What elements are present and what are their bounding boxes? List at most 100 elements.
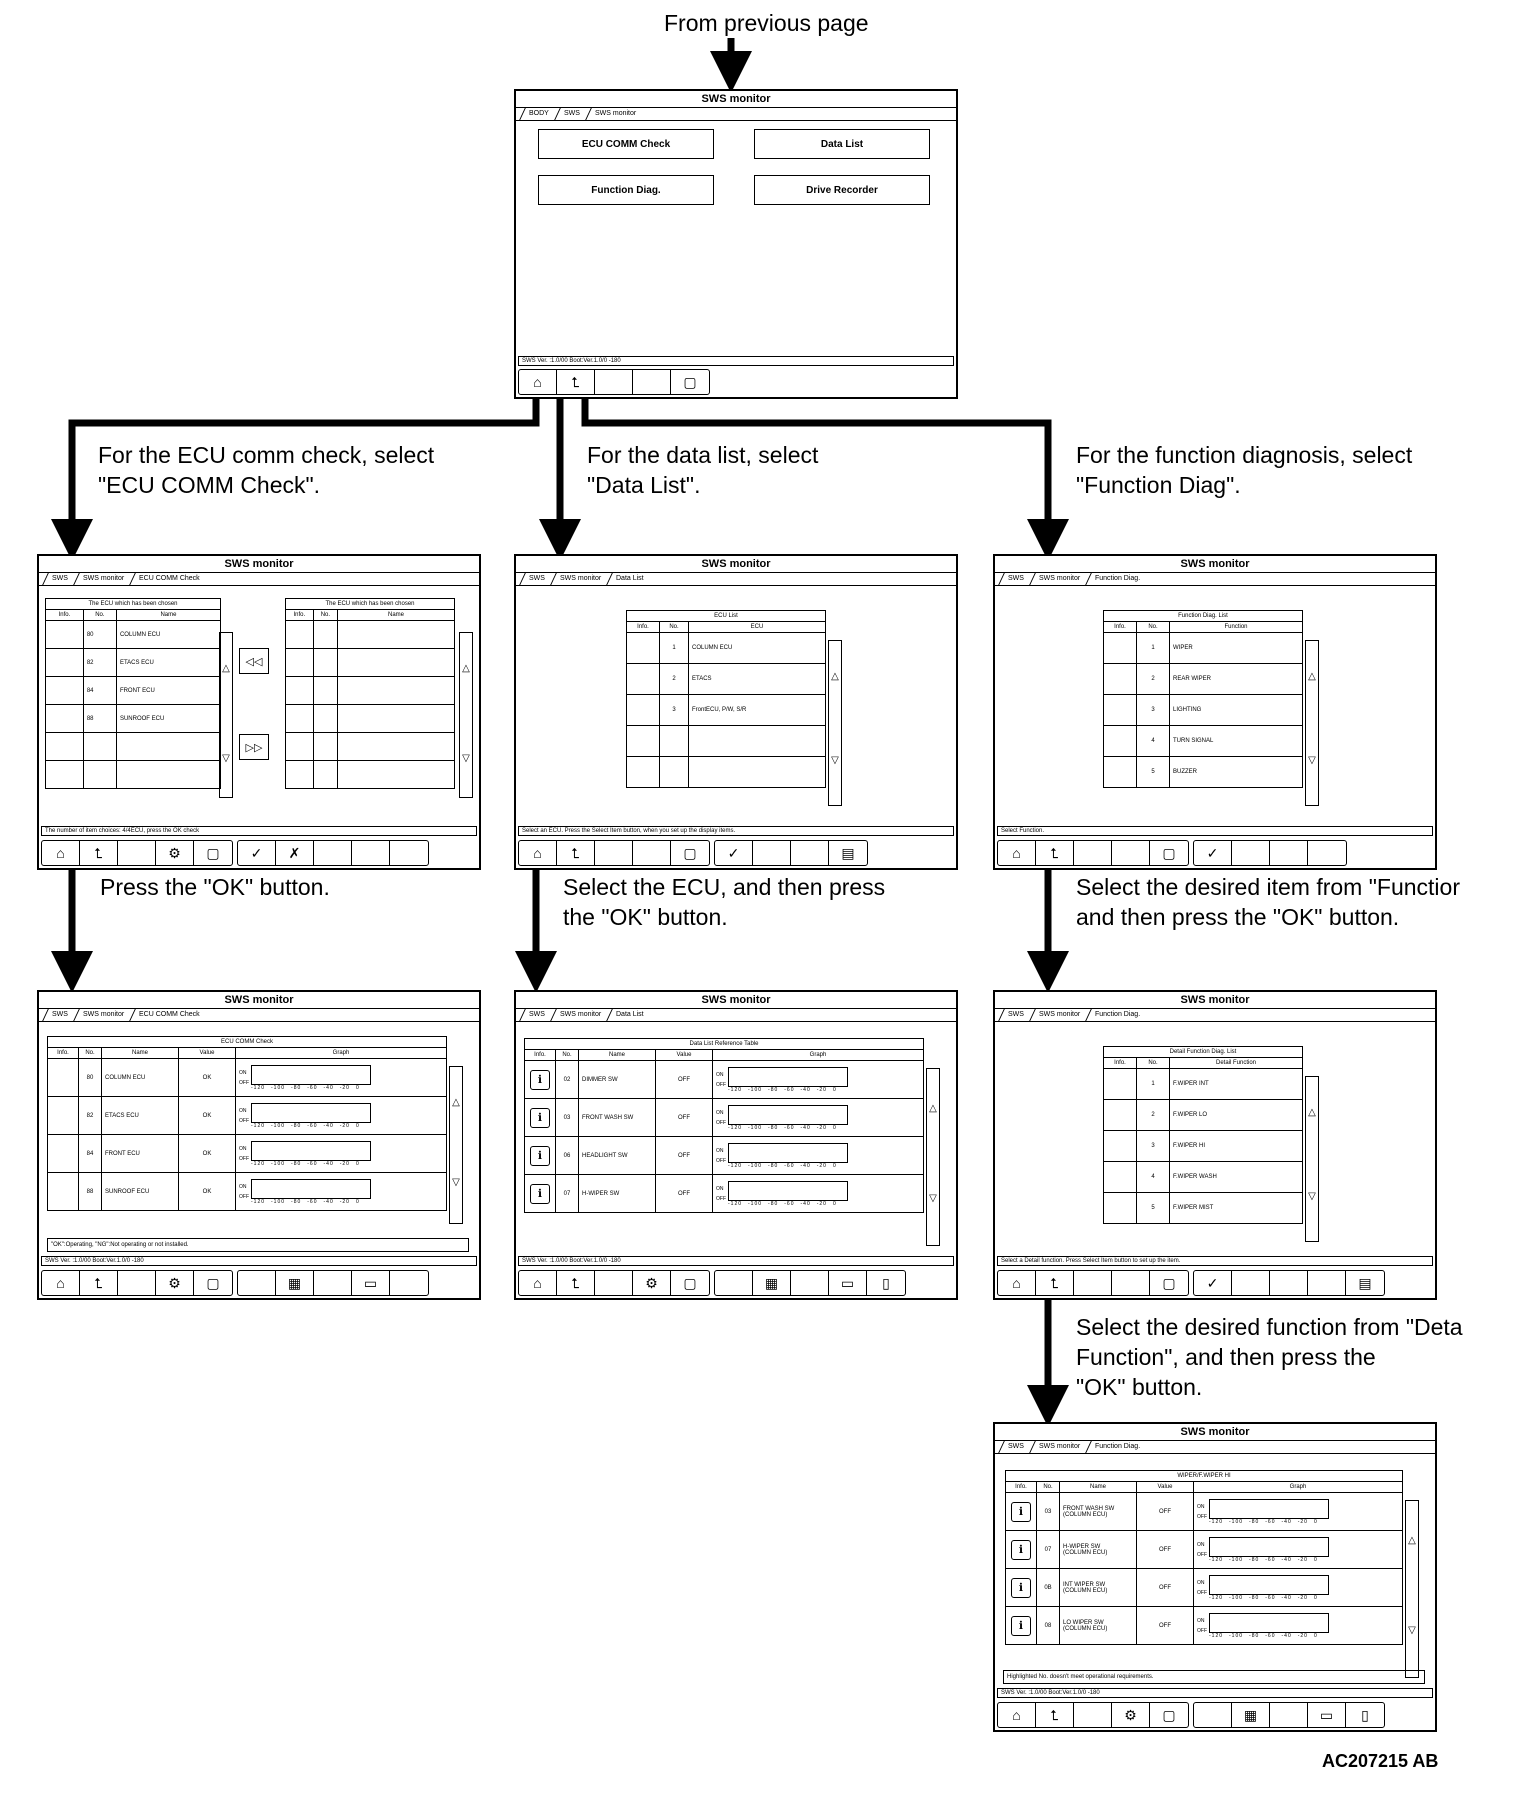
- drive-recorder-button[interactable]: Drive Recorder: [754, 175, 930, 205]
- function-diag-button[interactable]: Function Diag.: [538, 175, 714, 205]
- info-icon[interactable]: ℹ: [530, 1069, 550, 1090]
- back-icon[interactable]: ⮤: [1036, 841, 1074, 865]
- window-icon[interactable]: ▯: [1361, 1706, 1369, 1723]
- copy-icon[interactable]: ▢: [683, 373, 697, 390]
- copy-icon[interactable]: ▢: [1162, 1706, 1176, 1723]
- ok-check-icon[interactable]: ✓: [715, 841, 753, 865]
- copy-icon[interactable]: ▢: [1162, 844, 1176, 861]
- home-icon[interactable]: ⌂: [519, 841, 557, 865]
- crumb-sws-monitor[interactable]: SWS monitor: [73, 573, 133, 585]
- scroll-up-icon[interactable]: △: [831, 671, 839, 682]
- crumb-sws-monitor[interactable]: SWS monitor: [550, 1009, 610, 1021]
- back-icon[interactable]: ⮤: [557, 841, 595, 865]
- info-icon[interactable]: ℹ: [530, 1183, 550, 1204]
- back-icon[interactable]: ⮤: [80, 841, 118, 865]
- monitor-icon[interactable]: ▭: [352, 1271, 390, 1295]
- ok-check-icon[interactable]: ✓: [1194, 1271, 1232, 1295]
- monitor-icon[interactable]: ▭: [1308, 1703, 1346, 1727]
- back-icon[interactable]: ⮤: [1036, 1703, 1074, 1727]
- table-icon[interactable]: ▦: [753, 1271, 791, 1295]
- home-icon[interactable]: ⌂: [519, 370, 557, 394]
- scrollbar[interactable]: △▽: [1405, 1500, 1419, 1678]
- info-icon[interactable]: ℹ: [1011, 1577, 1031, 1598]
- cancel-icon[interactable]: ✗: [276, 841, 314, 865]
- crumb-sws[interactable]: SWS: [998, 573, 1033, 585]
- scroll-up-icon[interactable]: △: [1408, 1535, 1416, 1546]
- table-row[interactable]: [45, 760, 222, 789]
- scrollbar[interactable]: △▽: [828, 640, 842, 806]
- scroll-up-icon[interactable]: △: [462, 663, 470, 674]
- table-row[interactable]: [45, 732, 222, 761]
- info-icon[interactable]: ℹ: [530, 1145, 550, 1166]
- scrollbar[interactable]: △▽: [926, 1068, 940, 1246]
- scroll-down-icon[interactable]: ▽: [1308, 755, 1316, 766]
- copy-icon[interactable]: ▢: [683, 844, 697, 861]
- remove-all-icon[interactable]: ◁◁: [239, 648, 269, 674]
- home-icon[interactable]: ⌂: [998, 1703, 1036, 1727]
- gear-icon[interactable]: ⚙: [156, 1271, 194, 1295]
- back-icon[interactable]: ⮤: [1036, 1271, 1074, 1295]
- ecu-comm-check-button[interactable]: ECU COMM Check: [538, 129, 714, 159]
- back-icon[interactable]: ⮤: [80, 1271, 118, 1295]
- gear-icon[interactable]: ⚙: [633, 1271, 671, 1295]
- scroll-up-icon[interactable]: △: [929, 1103, 937, 1114]
- home-icon[interactable]: ⌂: [519, 1271, 557, 1295]
- crumb-sws-monitor[interactable]: SWS monitor: [73, 1009, 133, 1021]
- scroll-down-icon[interactable]: ▽: [929, 1193, 937, 1204]
- copy-icon[interactable]: ▢: [683, 1274, 697, 1291]
- scrollbar[interactable]: △▽: [219, 632, 233, 798]
- scroll-down-icon[interactable]: ▽: [1408, 1625, 1416, 1636]
- scrollbar[interactable]: △▽: [1305, 1076, 1319, 1242]
- crumb-sws-monitor[interactable]: SWS monitor: [550, 573, 610, 585]
- crumb-sws[interactable]: SWS: [42, 1009, 77, 1021]
- scroll-down-icon[interactable]: ▽: [462, 753, 470, 764]
- info-icon[interactable]: ℹ: [1011, 1615, 1031, 1636]
- copy-icon[interactable]: ▢: [1162, 1274, 1176, 1291]
- crumb-sws[interactable]: SWS: [998, 1441, 1033, 1453]
- scroll-down-icon[interactable]: ▽: [1308, 1191, 1316, 1202]
- monitor-icon[interactable]: ▭: [829, 1271, 867, 1295]
- info-icon[interactable]: ℹ: [530, 1107, 550, 1128]
- crumb-sws[interactable]: SWS: [42, 573, 77, 585]
- back-icon[interactable]: ⮤: [557, 1271, 595, 1295]
- home-icon[interactable]: ⌂: [998, 1271, 1036, 1295]
- select-item-icon[interactable]: ▤: [1358, 1274, 1372, 1291]
- scrollbar[interactable]: △▽: [449, 1066, 463, 1224]
- crumb-sws[interactable]: SWS: [998, 1009, 1033, 1021]
- scroll-down-icon[interactable]: ▽: [222, 753, 230, 764]
- crumb-sws[interactable]: SWS: [519, 1009, 554, 1021]
- scroll-up-icon[interactable]: △: [1308, 671, 1316, 682]
- scroll-down-icon[interactable]: ▽: [831, 755, 839, 766]
- scroll-up-icon[interactable]: △: [452, 1097, 460, 1108]
- copy-icon[interactable]: ▢: [206, 844, 220, 861]
- home-icon[interactable]: ⌂: [998, 841, 1036, 865]
- copy-icon[interactable]: ▢: [206, 1274, 220, 1291]
- home-icon[interactable]: ⌂: [42, 1271, 80, 1295]
- crumb-sws-monitor[interactable]: SWS monitor: [1029, 1009, 1089, 1021]
- info-icon[interactable]: ℹ: [1011, 1539, 1031, 1560]
